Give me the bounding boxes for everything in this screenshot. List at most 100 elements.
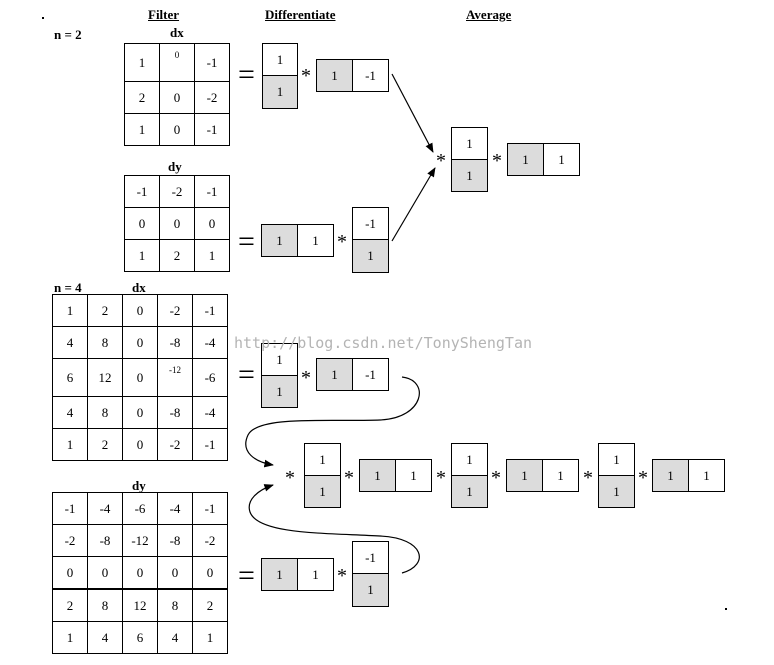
kernel-cell: 1 [52,621,88,654]
kernel-cell: 4 [87,621,123,654]
corner-mark [725,608,727,610]
kernel-cell: -4 [157,492,193,525]
convolve-sign: * [301,65,311,87]
kernel-cell: -8 [87,524,123,557]
convolve-sign: * [337,231,347,253]
vector-cell: 1 [316,59,353,92]
label-n2-dx: dx [170,25,184,40]
kernel-cell: 0 [159,81,195,114]
kernel-cell: 0 [194,207,230,240]
convolve-sign: * [285,467,295,489]
kernel-cell: -1 [194,175,230,208]
curve-n4-dy [248,484,420,574]
vector-cell: 1 [395,459,432,492]
kernel-cell: 2 [159,239,195,272]
kernel-cell: 8 [87,588,123,622]
vector-cell: 1 [297,224,334,257]
watermark: http://blog.csdn.net/TonyShengTan [234,334,533,352]
kernel-cell: -1 [194,113,230,146]
kernel-cell: -8 [157,396,193,429]
vector-cell: 1 [262,75,298,109]
vector-cell: 1 [262,43,298,76]
kernel-cell: 2 [52,588,88,622]
vector-cell: 1 [451,443,488,476]
header-average: Average [466,7,512,22]
header-differentiate: Differentiate [265,7,336,22]
arrow-n2-dy [391,167,436,242]
vector-cell: 1 [598,475,635,508]
kernel-cell: 0 [124,207,160,240]
curve-n4-dx [245,376,420,468]
vector-cell: 1 [261,375,298,408]
kernel-cell: 1 [124,113,160,146]
vector-cell: 1 [352,239,389,273]
kernel-cell: -1 [124,175,160,208]
label-n2: n = 2 [54,27,82,42]
kernel-cell: 0 [52,556,88,590]
kernel-cell: 0 [122,428,158,461]
vector-cell: -1 [352,358,389,391]
equals-sign: = [238,559,255,592]
vector-cell: 1 [451,159,488,192]
vector-cell: 1 [543,143,580,176]
kernel-cell: 4 [157,621,193,654]
vector-cell: 1 [261,224,298,257]
equals-sign: = [238,225,255,258]
convolve-sign: * [301,367,311,389]
kernel-cell: -8 [157,326,193,359]
kernel-cell: 12 [87,358,123,397]
convolve-sign: * [344,467,354,489]
label-n4: n = 4 [54,280,82,295]
arrow-n2-dx [391,73,434,153]
convolve-sign: * [638,467,648,489]
vector-cell: 1 [688,459,725,492]
vector-cell: 1 [506,459,543,492]
kernel-cell: 0 [122,556,158,590]
vector-cell: 1 [451,475,488,508]
convolve-sign: * [436,150,446,172]
label-n4-dx: dx [132,280,146,295]
kernel-cell: 0 [122,358,158,397]
kernel-cell: 1 [192,621,228,654]
kernel-cell: 1 [124,239,160,272]
convolve-sign: * [436,467,446,489]
kernel-cell: 0 [159,207,195,240]
convolve-sign: * [337,565,347,587]
vector-cell: 1 [297,558,334,591]
equals-sign: = [238,358,255,391]
label-n4-dy: dy [132,478,146,493]
kernel-cell: 6 [122,621,158,654]
convolve-sign: * [492,150,502,172]
vector-cell: 1 [542,459,579,492]
vector-cell: 1 [598,443,635,476]
kernel-cell: -2 [159,175,195,208]
kernel-cell: 0 [192,556,228,590]
kernel-cell: 2 [192,588,228,622]
kernel-cell: -1 [192,428,228,461]
kernel-cell: -2 [192,524,228,557]
kernel-cell: 1 [194,239,230,272]
vector-cell: 1 [652,459,689,492]
kernel-cell: 1 [52,294,88,327]
label-n2-dy: dy [168,159,182,174]
kernel-cell: 0 [159,113,195,146]
header-filter: Filter [148,7,180,22]
kernel-cell: 1 [52,428,88,461]
kernel-cell: -1 [194,43,230,82]
kernel-cell: -6 [192,358,228,397]
convolve-sign: * [491,467,501,489]
convolve-sign: * [583,467,593,489]
kernel-cell: -1 [192,492,228,525]
kernel-cell: -12 [122,524,158,557]
vector-cell: 1 [352,573,389,607]
vector-cell: -1 [352,59,389,92]
corner-mark [42,17,44,19]
kernel-cell: 2 [124,81,160,114]
vector-cell: -1 [352,541,389,574]
